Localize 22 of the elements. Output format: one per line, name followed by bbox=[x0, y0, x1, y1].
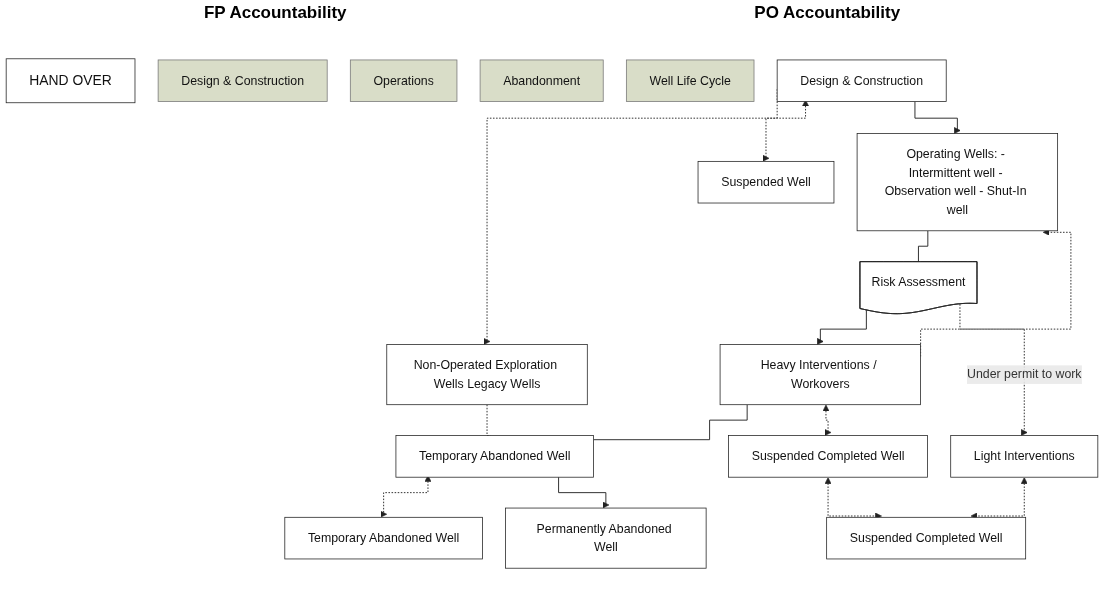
section-heading: FP Accountability bbox=[203, 3, 347, 23]
node-box: Design & Construction bbox=[776, 59, 947, 102]
section-heading: PO Accountability bbox=[754, 3, 901, 23]
node-box: Temporary Abandoned Well bbox=[395, 435, 594, 478]
node-box: Operating Wells: - Intermittent well - Observation well - Shut-In well bbox=[856, 133, 1058, 232]
connector bbox=[918, 230, 929, 263]
node-box: Heavy Interventions / Workovers bbox=[719, 344, 921, 406]
node-box: Operations bbox=[349, 59, 458, 102]
node-box: Temporary Abandoned Well bbox=[284, 516, 483, 560]
node-box: Non-Operated Exploration Wells Legacy Wells bbox=[386, 344, 588, 406]
node-box: Permanently Abandoned Well bbox=[505, 507, 707, 569]
node-box: Suspended Completed Well bbox=[728, 435, 928, 478]
node-box: Suspended Completed Well bbox=[826, 516, 1027, 560]
connector bbox=[486, 404, 491, 436]
edge-label: Under permit to work bbox=[967, 367, 1082, 381]
connector bbox=[593, 404, 748, 441]
node-box: HAND OVER bbox=[5, 58, 136, 104]
node-box: Design & Construction bbox=[157, 59, 328, 102]
node-box: Abandonment bbox=[479, 59, 604, 102]
node-box: Suspended Well bbox=[697, 161, 835, 204]
node-box: Well Life Cycle bbox=[625, 59, 755, 102]
node-box: Light Interventions bbox=[950, 435, 1099, 478]
